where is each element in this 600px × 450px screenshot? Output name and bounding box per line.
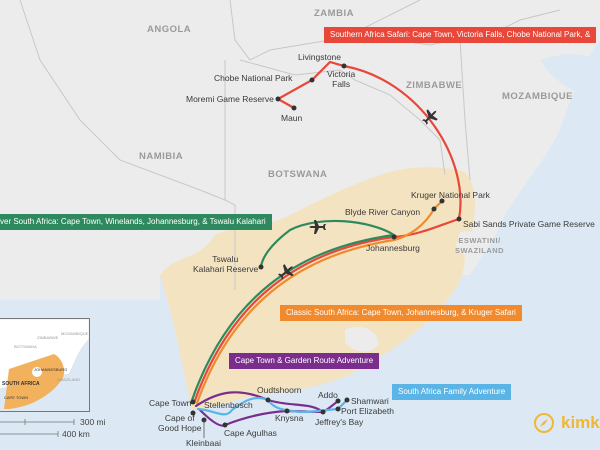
route-label-discover-south-africa[interactable]: Discover South Africa: Cape Town, Winela…: [0, 214, 272, 230]
victoria-label: Victoria: [327, 69, 356, 79]
place-markers: [190, 63, 462, 428]
lesotho: [345, 326, 379, 352]
country-label-zambia: ZAMBIA: [314, 8, 354, 19]
place-blyde: Blyde River Canyon: [345, 207, 421, 217]
inset-swaziland: SWAZILAND: [57, 377, 81, 382]
logo[interactable]: kimk: [533, 412, 600, 434]
country-label-namibia: NAMIBIA: [139, 151, 184, 162]
place-cape-agulhas: Cape Agulhas: [224, 428, 277, 438]
route-green[interactable]: [189, 219, 398, 405]
scale-km: 400 km: [62, 429, 90, 439]
route-orange[interactable]: [195, 199, 444, 405]
compass-icon: [534, 413, 554, 433]
inset-mozambique: MOZAMBIQUE: [61, 331, 89, 336]
kalahari-label: Kalahari Reserve: [193, 264, 259, 274]
inset-zimbabwe: ZIMBABWE: [37, 335, 59, 340]
place-kruger: Kruger National Park: [411, 190, 490, 200]
place-oudtshoorn: Oudtshoorn: [257, 385, 302, 395]
routes: [189, 60, 462, 427]
eswatini-label: ESWATINI/: [458, 236, 501, 245]
inset-map-shape: [0, 319, 89, 411]
place-stellenbosch: Stellenbosch: [204, 400, 253, 410]
country-label-mozambique: MOZAMBIQUE: [502, 91, 573, 102]
route-label-family-adventure[interactable]: South Africa Family Adventure: [392, 384, 512, 400]
place-jeffreys-bay: Jeffrey's Bay: [315, 417, 364, 427]
scale-bar: [0, 419, 75, 437]
plane-icon: [422, 109, 438, 125]
place-livingstone: Livingstone: [298, 52, 342, 62]
plane-icons: [277, 109, 438, 280]
logo-text: kimk: [561, 413, 600, 432]
good-hope-label: Good Hope: [158, 423, 202, 433]
route-label-southern-africa-safari[interactable]: Southern Africa Safari: Cape Town, Victo…: [324, 27, 597, 43]
inset-map: MOZAMBIQUE ZIMBABWE BOTSWANA JOHANNESBUR…: [0, 318, 90, 412]
swaziland-label: SWAZILAND: [455, 246, 505, 255]
country-label-botswana: BOTSWANA: [268, 169, 328, 180]
scale-miles: 300 mi: [80, 417, 106, 427]
route-red[interactable]: [192, 60, 462, 405]
plane-icon: [309, 220, 326, 234]
place-chobe: Chobe National Park: [214, 73, 293, 83]
place-sabi-sands: Sabi Sands Private Game Reserve: [463, 219, 595, 229]
place-johannesburg: Johannesburg: [366, 243, 420, 253]
route-label-garden-route[interactable]: Cape Town & Garden Route Adventure: [229, 353, 380, 369]
cape-of-label: Cape of: [164, 413, 195, 423]
inset-johannesburg: JOHANNESBURG: [34, 367, 68, 372]
lake: [540, 54, 600, 100]
land-south-africa: [160, 167, 475, 410]
eswatini: [456, 231, 482, 256]
place-kleinbaai: Kleinbaai: [186, 438, 221, 448]
place-shamwari: Shamwari: [351, 396, 389, 406]
place-knysna: Knysna: [275, 413, 304, 423]
inset-cape-town: CAPE TOWN: [4, 395, 29, 400]
land-west: [0, 270, 160, 300]
place-cape-town: Cape Town: [149, 398, 192, 408]
inset-south-africa: SOUTH AFRICA: [2, 381, 40, 387]
inset-botswana: BOTSWANA: [14, 344, 37, 349]
place-port-elizabeth: Port Elizabeth: [341, 406, 394, 416]
tswalu-label: Tswalu: [212, 254, 239, 264]
ocean-east: [470, 40, 600, 275]
place-addo: Addo: [318, 390, 338, 400]
country-label-angola: ANGOLA: [147, 24, 192, 35]
country-label-zimbabwe: ZIMBABWE: [406, 80, 463, 91]
country-label-eswatini: ESWATINI/SWAZILAND: [455, 236, 504, 256]
place-maun: Maun: [281, 113, 303, 123]
route-label-classic-south-africa[interactable]: Classic South Africa: Cape Town, Johanne…: [280, 305, 522, 321]
falls-label: Falls: [332, 79, 351, 89]
plane-icon: [277, 264, 294, 280]
place-moremi: Moremi Game Reserve: [186, 94, 274, 104]
